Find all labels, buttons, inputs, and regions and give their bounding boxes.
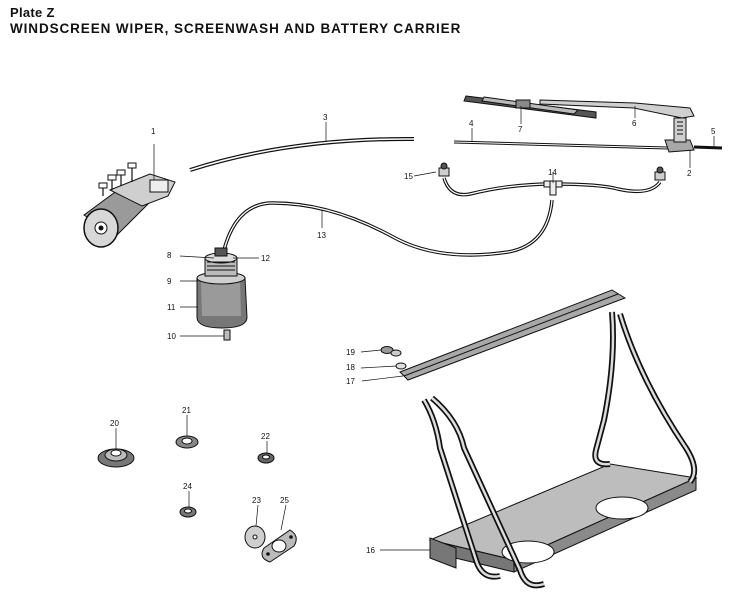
- wiper-arm: [539, 99, 695, 119]
- callout-23: 23: [252, 496, 261, 505]
- callout-1: 1: [151, 127, 156, 136]
- callout-8: 8: [167, 251, 172, 260]
- callout-4: 4: [469, 119, 474, 128]
- battery-carrier: [380, 311, 698, 589]
- washer-tube: [222, 199, 554, 257]
- callout-10: 10: [167, 332, 176, 341]
- grommet-24: [179, 491, 197, 518]
- washer-jets: [413, 162, 666, 197]
- callout-7: 7: [518, 125, 523, 134]
- grommet-21: [175, 415, 199, 449]
- callout-24: 24: [183, 482, 192, 491]
- clamp-fixings: [360, 346, 407, 370]
- callout-11: 11: [167, 303, 176, 312]
- callout-25: 25: [280, 496, 289, 505]
- wiper-blade: [463, 95, 597, 124]
- wheelbox: [664, 117, 695, 168]
- callout-9: 9: [167, 277, 172, 286]
- callout-17: 17: [346, 377, 355, 386]
- plug-23: [244, 504, 266, 549]
- callout-18: 18: [346, 363, 355, 372]
- callout-16: 16: [366, 546, 375, 555]
- plate-label: Plate Z: [10, 5, 55, 20]
- callout-3: 3: [323, 113, 328, 122]
- callout-2: 2: [687, 169, 692, 178]
- callout-21: 21: [182, 406, 191, 415]
- callout-12: 12: [261, 254, 270, 263]
- callout-6: 6: [632, 119, 637, 128]
- callout-5: 5: [711, 127, 716, 136]
- callout-15: 15: [404, 172, 413, 181]
- callout-14: 14: [548, 168, 557, 177]
- callout-19: 19: [346, 348, 355, 357]
- callout-20: 20: [110, 419, 119, 428]
- cable-tube-3: [189, 122, 415, 172]
- gasket-25: [261, 504, 297, 563]
- grommet-22: [257, 441, 275, 464]
- wiper-motor: [83, 144, 176, 248]
- washer-bottle: [179, 247, 259, 341]
- callout-22: 22: [261, 432, 270, 441]
- wiper-rack: [453, 128, 723, 150]
- grommet-20: [97, 428, 135, 468]
- page-title: WINDSCREEN WIPER, SCREENWASH AND BATTERY…: [10, 21, 462, 36]
- callout-13: 13: [317, 231, 326, 240]
- clamp-bar: [361, 289, 627, 382]
